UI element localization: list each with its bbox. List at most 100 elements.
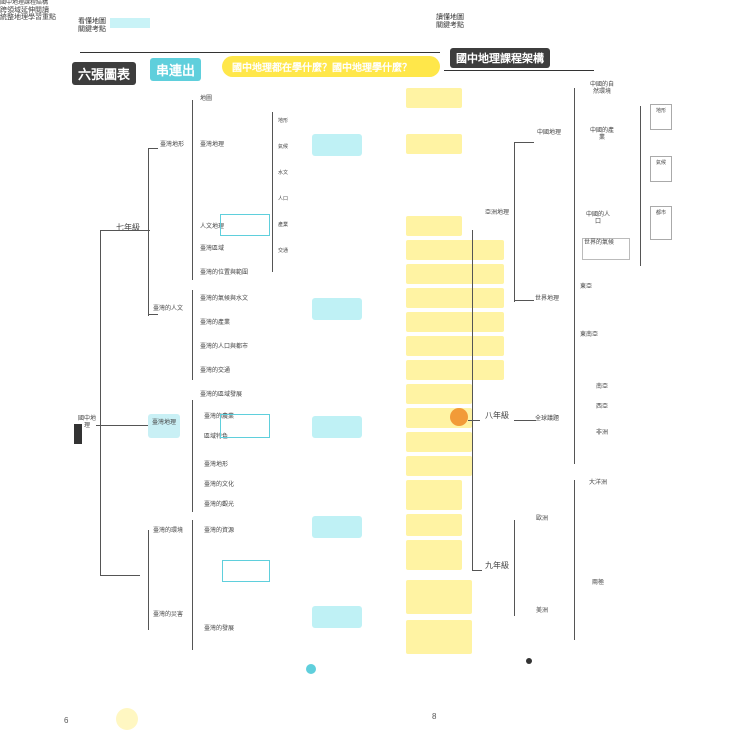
left-highlight-3 (222, 560, 270, 582)
right-yellow-7 (406, 312, 504, 332)
left-root-marker (74, 424, 82, 444)
right-leaf-5: 東南亞 (580, 332, 599, 338)
left-grade7-vertical (148, 148, 149, 316)
right-far-3: 都市 (655, 210, 666, 216)
right-far-box-3 (650, 206, 672, 240)
left-leaf-3: 人文地理 (200, 224, 225, 230)
left-mini-3: 水文 (277, 170, 288, 176)
right-yellow-16 (406, 540, 462, 570)
gutter-pill-5 (312, 606, 362, 628)
left-leaf-16: 臺灣的資源 (204, 528, 235, 534)
right-title-underline (444, 70, 594, 71)
right-yellow-6 (406, 288, 504, 308)
right-leaf-2: 中國的產業 (590, 128, 615, 141)
left-leaf-10: 臺灣的區域發展 (200, 392, 243, 398)
right-far-2: 氣候 (655, 160, 666, 166)
right-leaf-6: 南亞 (595, 384, 608, 390)
right-leaf-10: 兩極 (591, 580, 604, 586)
right-title: 國中地理課程架構 (450, 48, 550, 68)
right-yellow-14 (406, 480, 462, 510)
right-upper-vertical (514, 142, 515, 302)
yellow-banner: 國中地理都在學什麼？國中地理學什麼？ (222, 56, 440, 77)
left-branch-b: 臺灣的人文 (152, 306, 183, 312)
gutter-pill-2 (312, 298, 362, 320)
left-mini-1: 地形 (277, 118, 288, 124)
left-highlight-1 (220, 214, 270, 236)
left-branch-b-link (148, 314, 158, 315)
footer-right-note-1: 跨領域延伸閱讀 (0, 7, 49, 14)
right-world-box (582, 238, 630, 260)
right-yellow-2 (406, 134, 462, 154)
right-yellow-18 (406, 620, 472, 654)
left-lower-vertical (148, 530, 149, 630)
right-leaf-7: 西亞 (595, 404, 608, 410)
left-teal-node-bg (148, 414, 180, 438)
left-branch-a-link (148, 148, 158, 149)
left-leaf-8: 臺灣的人口與都市 (200, 344, 249, 350)
right-branch-world: 世界地理 (534, 296, 559, 302)
left-leaf-7: 臺灣的產業 (200, 320, 231, 326)
right-global-link (514, 420, 536, 421)
right-yellow-10 (406, 384, 472, 404)
right-far-1: 地形 (655, 108, 666, 114)
right-leaf-1: 中國的自然環境 (590, 82, 615, 95)
right-upper-link-1 (514, 142, 534, 143)
left-leaf-17: 臺灣的發展 (204, 626, 235, 632)
left-tree-root: 國中地理 (78, 416, 97, 429)
right-grade9-link (472, 570, 482, 571)
right-far-bracket (640, 106, 641, 266)
left-mini-4: 人口 (277, 196, 288, 202)
right-leaf-4: 東亞 (580, 284, 593, 290)
header-tab-left-line1: 看懂地圖 (78, 18, 106, 25)
right-yellow-3 (406, 216, 462, 236)
header-tab-left-accent (110, 18, 150, 28)
left-leaf-14: 臺灣的文化 (204, 482, 235, 488)
left-leaf-1: 地圖 (200, 96, 213, 102)
left-page-circle (116, 708, 138, 730)
right-upper-link-2 (514, 300, 534, 301)
left-lower-link (100, 575, 140, 576)
right-world-node: 世界的氣候 (584, 240, 615, 246)
left-branch-b-vertical (192, 290, 193, 380)
left-teal-vertical (192, 400, 193, 512)
right-lower-vertical-2 (574, 480, 575, 640)
left-leaf-15: 臺灣的觀光 (204, 502, 235, 508)
right-branch-china: 中國地理 (536, 130, 561, 136)
right-page-number: 8 (432, 712, 437, 721)
left-lower-vertical-2 (192, 520, 193, 650)
right-global-vertical (574, 384, 575, 464)
left-grade7-link (100, 230, 150, 231)
left-page-number: 6 (64, 716, 69, 725)
right-yellow-9 (406, 360, 504, 380)
right-tree-trunk (472, 230, 473, 570)
left-leaf-11: 臺灣的農業 (204, 414, 235, 420)
footer-left-note: 國中地理課程結構 (0, 0, 49, 6)
left-branch-d: 臺灣的災害 (152, 612, 183, 618)
header-tab-right: 讀懂地圖 關鍵考點 (436, 14, 464, 30)
right-yellow-8 (406, 336, 504, 356)
right-grade8: 八年級 (485, 411, 509, 420)
left-title-gray: 六張圖表 (72, 62, 137, 85)
header-tab-right-line1: 讀懂地圖 (436, 14, 464, 21)
right-lower-node-1: 歐洲 (535, 516, 548, 522)
left-leaf-5: 臺灣的位置與範圍 (200, 270, 249, 276)
left-tree-root-link (96, 425, 112, 426)
right-leaf-8: 非洲 (595, 430, 608, 436)
right-grade8-link (468, 420, 480, 421)
left-mini-2: 氣候 (277, 144, 288, 150)
right-yellow-12 (406, 432, 472, 452)
left-leaf-6: 臺灣的氣候與水文 (200, 296, 249, 302)
gutter-pill-3 (312, 416, 362, 438)
right-yellow-15 (406, 514, 462, 536)
footer-right-note-2: 統整地理學習重點 (0, 14, 56, 21)
left-mini-bracket (272, 112, 273, 272)
footer-teal-dot (306, 664, 316, 674)
left-highlight-2 (220, 414, 270, 438)
left-teal-node-link (112, 425, 148, 426)
header-tab-left: 看懂地圖 關鍵考點 (78, 18, 106, 34)
left-title-teal: 串連出 (150, 58, 202, 81)
left-grade7: 七年級 (116, 223, 140, 232)
left-title-overline (80, 52, 440, 53)
right-yellow-1 (406, 88, 462, 108)
left-mini-6: 交通 (277, 248, 288, 254)
